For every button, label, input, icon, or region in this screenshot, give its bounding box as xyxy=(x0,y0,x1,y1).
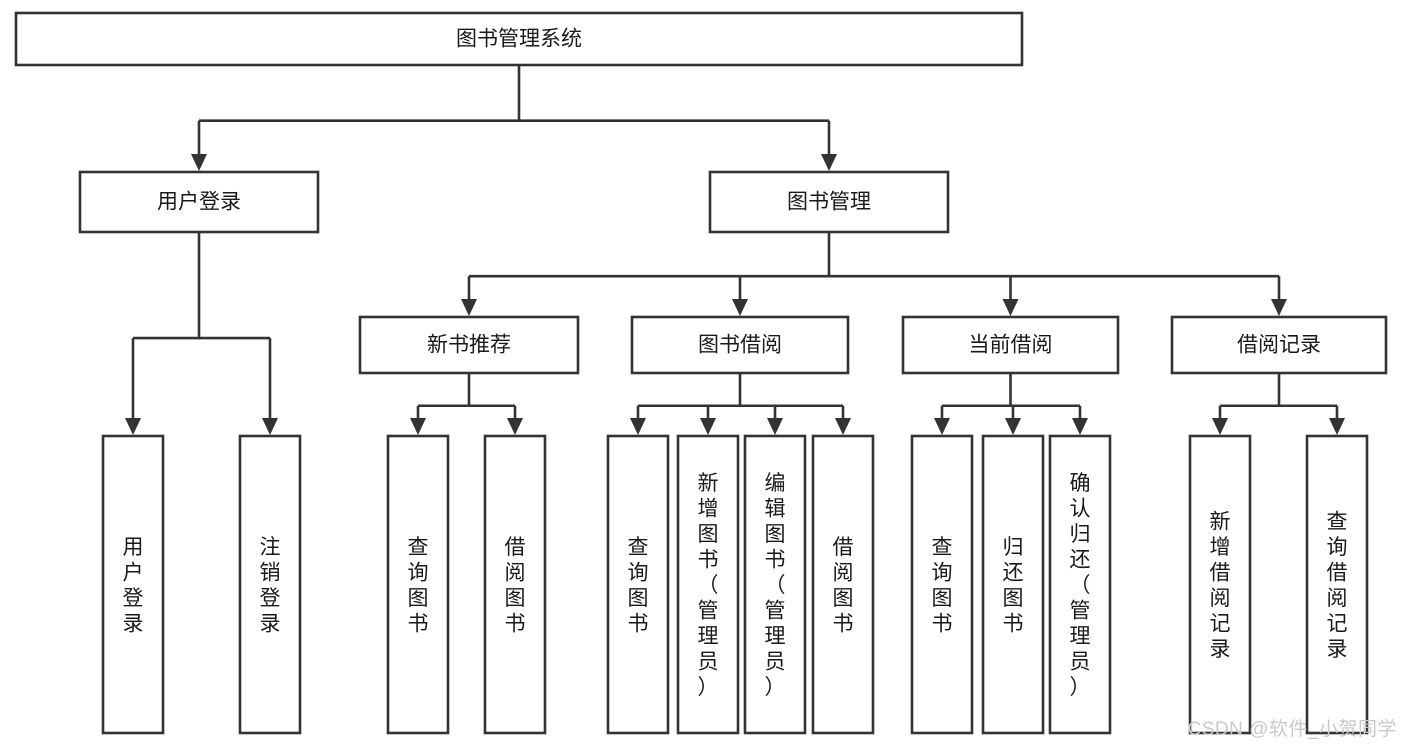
edge-group-bookmgmt xyxy=(461,232,1287,316)
node-box-leaf12[interactable] xyxy=(1188,434,1252,735)
node-label-bookmgmt: 图书管理 xyxy=(787,191,871,214)
node-label-login: 用户登录 xyxy=(157,191,241,214)
node-box-root[interactable] xyxy=(14,11,1024,67)
edge-group-root xyxy=(191,65,837,171)
nodes-layer: 图书管理系统用户登录图书管理新书推荐图书借阅当前借阅借阅记录用户登录注销登录查询… xyxy=(14,11,1388,735)
node-label-leaf7: 编辑图书（管理员） xyxy=(765,472,786,699)
node-label-leaf10: 归还图书 xyxy=(1003,536,1024,636)
node-label-leaf9: 查询图书 xyxy=(932,536,953,636)
node-leaf8[interactable]: 借阅图书 xyxy=(811,434,875,735)
edge-group-borrow xyxy=(630,373,851,435)
node-leaf5[interactable]: 查询图书 xyxy=(606,434,670,735)
node-bookmgmt[interactable]: 图书管理 xyxy=(708,170,950,234)
node-leaf12[interactable]: 新增借阅记录 xyxy=(1188,434,1252,735)
node-box-borrow[interactable] xyxy=(630,315,850,375)
node-box-leaf11[interactable] xyxy=(1048,434,1112,735)
node-borrow[interactable]: 图书借阅 xyxy=(630,315,850,375)
node-label-leaf8: 借阅图书 xyxy=(833,536,854,636)
node-record[interactable]: 借阅记录 xyxy=(1170,315,1388,375)
node-box-leaf10[interactable] xyxy=(981,434,1045,735)
node-label-leaf11: 确认归还（管理员） xyxy=(1070,472,1091,699)
edge-group-current xyxy=(934,373,1088,435)
node-login[interactable]: 用户登录 xyxy=(78,170,320,234)
node-label-current: 当前借阅 xyxy=(969,334,1053,357)
node-box-leaf4[interactable] xyxy=(483,434,547,735)
node-leaf10[interactable]: 归还图书 xyxy=(981,434,1045,735)
node-label-record: 借阅记录 xyxy=(1237,334,1321,357)
node-label-leaf2: 注销登录 xyxy=(260,536,281,636)
node-box-login[interactable] xyxy=(78,170,320,234)
node-leaf3[interactable]: 查询图书 xyxy=(386,434,450,735)
node-leaf13[interactable]: 查询借阅记录 xyxy=(1305,434,1369,735)
node-box-current[interactable] xyxy=(901,315,1120,375)
node-box-record[interactable] xyxy=(1170,315,1388,375)
node-label-leaf13: 查询借阅记录 xyxy=(1327,510,1348,661)
node-label-borrow: 图书借阅 xyxy=(698,334,782,357)
node-current[interactable]: 当前借阅 xyxy=(901,315,1120,375)
node-leaf6[interactable]: 新增图书（管理员） xyxy=(676,434,740,735)
node-box-leaf8[interactable] xyxy=(811,434,875,735)
watermark-text: CSDN @软件_小贺同学 xyxy=(1187,719,1397,740)
node-leaf4[interactable]: 借阅图书 xyxy=(483,434,547,735)
node-label-leaf5: 查询图书 xyxy=(628,536,649,636)
node-box-leaf3[interactable] xyxy=(386,434,450,735)
node-leaf11[interactable]: 确认归还（管理员） xyxy=(1048,434,1112,735)
node-box-leaf1[interactable] xyxy=(101,434,165,735)
node-leaf7[interactable]: 编辑图书（管理员） xyxy=(743,434,807,735)
edge-group-record xyxy=(1212,373,1345,435)
node-label-leaf3: 查询图书 xyxy=(408,536,429,636)
node-newbook[interactable]: 新书推荐 xyxy=(358,315,580,375)
node-box-leaf5[interactable] xyxy=(606,434,670,735)
node-box-bookmgmt[interactable] xyxy=(708,170,950,234)
node-box-leaf2[interactable] xyxy=(238,434,302,735)
node-box-leaf9[interactable] xyxy=(910,434,974,735)
node-root[interactable]: 图书管理系统 xyxy=(14,11,1024,67)
node-leaf2[interactable]: 注销登录 xyxy=(238,434,302,735)
edge-group-newbook xyxy=(410,373,523,435)
node-label-leaf12: 新增借阅记录 xyxy=(1210,510,1231,661)
node-box-leaf6[interactable] xyxy=(676,434,740,735)
node-label-leaf6: 新增图书（管理员） xyxy=(698,472,719,699)
node-box-leaf13[interactable] xyxy=(1305,434,1369,735)
node-label-leaf4: 借阅图书 xyxy=(505,536,526,636)
edges-layer xyxy=(125,65,1345,435)
node-label-root: 图书管理系统 xyxy=(456,28,582,51)
edge-group-login xyxy=(125,232,278,435)
node-label-leaf1: 用户登录 xyxy=(123,536,144,636)
node-label-newbook: 新书推荐 xyxy=(427,334,511,357)
node-leaf1[interactable]: 用户登录 xyxy=(101,434,165,735)
node-box-newbook[interactable] xyxy=(358,315,580,375)
node-box-leaf7[interactable] xyxy=(743,434,807,735)
node-leaf9[interactable]: 查询图书 xyxy=(910,434,974,735)
